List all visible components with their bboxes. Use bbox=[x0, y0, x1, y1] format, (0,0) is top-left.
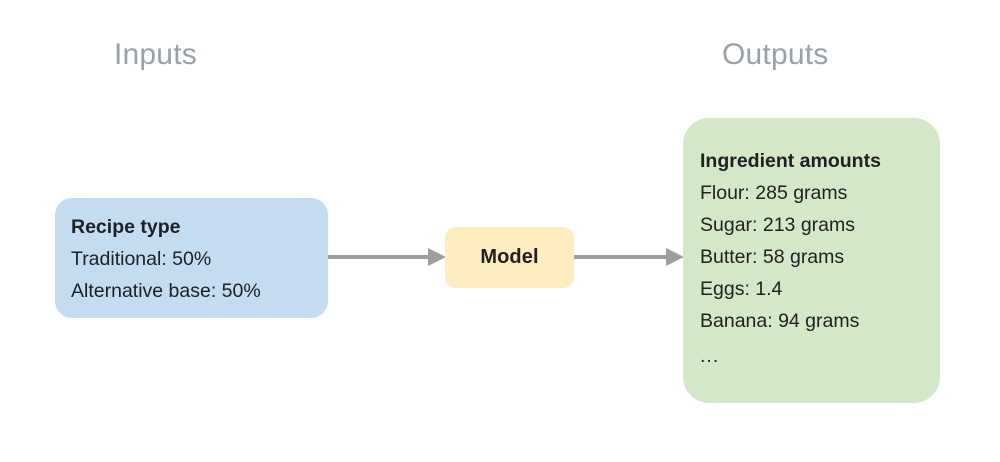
input-node-line-alternative-base: Alternative base: 50% bbox=[71, 280, 261, 302]
output-node-line-sugar: Sugar: 213 grams bbox=[700, 214, 856, 236]
model-node: Model bbox=[445, 227, 574, 288]
input-node-title: Recipe type bbox=[71, 216, 181, 238]
output-node-title: Ingredient amounts bbox=[700, 150, 881, 172]
arrow-model-to-output bbox=[574, 245, 684, 269]
output-node-ingredient-amounts: Ingredient amounts Flour: 285 grams Suga… bbox=[683, 118, 940, 403]
output-node-line-banana: Banana: 94 grams bbox=[700, 310, 860, 332]
output-node-line-eggs: Eggs: 1.4 bbox=[700, 278, 783, 300]
arrow-input-to-model bbox=[328, 245, 446, 269]
input-node-line-traditional: Traditional: 50% bbox=[71, 248, 212, 270]
output-node-continuation-ellipsis: ... bbox=[700, 345, 720, 367]
outputs-column-heading: Outputs bbox=[722, 38, 829, 71]
inputs-column-heading: Inputs bbox=[114, 38, 197, 71]
output-node-line-flour: Flour: 285 grams bbox=[700, 182, 848, 204]
model-node-label: Model bbox=[480, 246, 539, 268]
output-node-line-butter: Butter: 58 grams bbox=[700, 246, 845, 268]
input-node-recipe-type: Recipe type Traditional: 50% Alternative… bbox=[55, 198, 328, 318]
